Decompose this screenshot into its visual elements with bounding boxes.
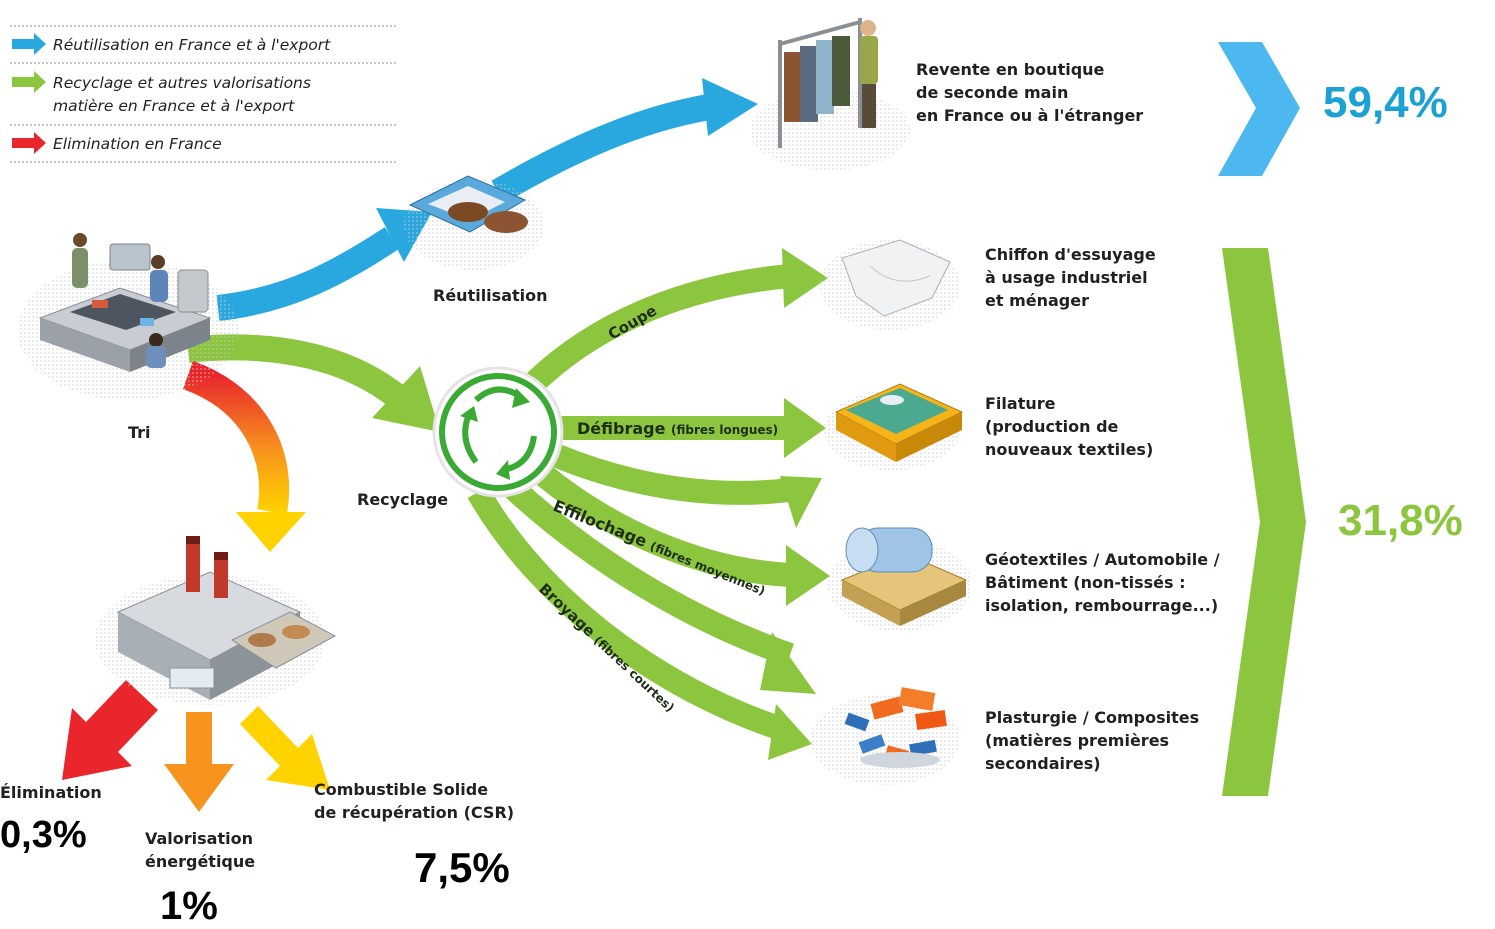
legend-elimination-label: Elimination en France	[53, 135, 222, 153]
recycle-symbol-icon	[432, 366, 564, 498]
valorisation-label-line2: énergétique	[145, 852, 256, 871]
output-filature-line2: (production de	[985, 417, 1119, 436]
output-plasturgie-line2: (matières premières	[985, 731, 1170, 750]
recycle-chevron	[1222, 248, 1306, 796]
flow-plasturgie-upper	[501, 476, 794, 667]
valorisation-label-line1: Valorisation	[145, 829, 253, 848]
elimination-label: Élimination	[0, 783, 102, 802]
output-geotextiles-line1: Géotextiles / Automobile /	[985, 550, 1220, 569]
legend-recycle-label-line1: Recyclage et autres valorisations	[53, 74, 311, 92]
output-plasturgie-line3: secondaires)	[985, 754, 1101, 773]
csr-label-line1: Combustible Solide	[314, 780, 489, 799]
cloth-rag-illustration	[820, 239, 960, 330]
clothes-rack-illustration	[750, 18, 910, 170]
output-filature-line1: Filature	[985, 394, 1056, 413]
output-filature-line3: nouveaux textiles)	[985, 440, 1154, 459]
flow-coupe	[526, 264, 792, 391]
flow-broyage	[467, 486, 789, 742]
output-revente-line1: Revente en boutique	[916, 60, 1105, 79]
factory-illustration	[95, 536, 337, 705]
flow-plasturgie-upper-head	[760, 632, 816, 694]
stage-recyclage-label: Recyclage	[357, 490, 449, 509]
stage-reutilisation-label: Réutilisation	[433, 286, 548, 305]
output-geotextiles-line3: isolation, rembourrage...)	[985, 596, 1219, 615]
output-revente-line2: de seconde main	[916, 83, 1069, 102]
defibrage-detail: (fibres longues)	[671, 423, 778, 437]
output-chiffon-line1: Chiffon d'essuyage	[985, 245, 1156, 264]
plastic-pellets-illustration	[810, 687, 960, 785]
stage-tri-label: Tri	[128, 423, 151, 442]
legend-reuse-label: Réutilisation en France et à l'export	[53, 36, 331, 54]
flow-effilochage	[532, 462, 791, 587]
legend-green-arrow-icon	[12, 71, 46, 93]
csr-arrow	[240, 706, 330, 790]
flow-reutilisation-to-revente	[491, 93, 718, 204]
flow-defibrage-head	[784, 398, 826, 458]
output-chiffon-line2: à usage industriel	[985, 268, 1148, 287]
output-revente-line3: en France ou à l'étranger	[916, 106, 1144, 125]
valorisation-percentage: 1%	[160, 884, 218, 928]
legend-recycle-label-line2: matière en France et à l'export	[53, 97, 295, 115]
elimination-arrow	[62, 680, 158, 780]
svg-text:Défibrage (fibres longues): Défibrage (fibres longues)	[577, 419, 778, 438]
defibrage-label: Défibrage	[577, 419, 666, 438]
valorisation-arrow	[164, 712, 234, 812]
sorting-station-illustration	[18, 233, 238, 400]
flow-reutilisation-to-revente-head	[702, 78, 758, 136]
flow-broyage-head	[768, 704, 812, 760]
csr-label-line2: de récupération (CSR)	[314, 803, 515, 822]
flow-coupe-head	[782, 248, 828, 308]
output-chiffon-line3: et ménager	[985, 291, 1089, 310]
output-plasturgie-line1: Plasturgie / Composites	[985, 708, 1200, 727]
csr-percentage: 7,5%	[414, 844, 510, 891]
reuse-chevron	[1218, 42, 1300, 176]
legend-red-arrow-icon	[12, 132, 46, 154]
flow-filature-extra-head	[780, 476, 822, 528]
flow-tri-to-usine	[182, 360, 290, 515]
folded-textiles-illustration	[824, 383, 964, 470]
elimination-percentage: 0,3%	[0, 814, 87, 856]
clothes-and-shoes-illustration	[404, 175, 544, 270]
insulation-roll-illustration	[828, 527, 972, 631]
flow-effilochage-head	[786, 545, 830, 606]
legend-blue-arrow-icon	[12, 33, 46, 55]
output-geotextiles-line2: Bâtiment (non-tissés :	[985, 573, 1186, 592]
flow-tri-to-recyclage-head	[372, 366, 440, 432]
reuse-total-percentage: 59,4%	[1323, 78, 1448, 127]
flow-tri-to-reutilisation	[216, 227, 400, 321]
flow-filature-extra	[550, 443, 792, 505]
recycle-total-percentage: 31,8%	[1338, 496, 1463, 545]
flow-tri-to-usine-head	[236, 512, 306, 552]
legend	[10, 25, 398, 163]
